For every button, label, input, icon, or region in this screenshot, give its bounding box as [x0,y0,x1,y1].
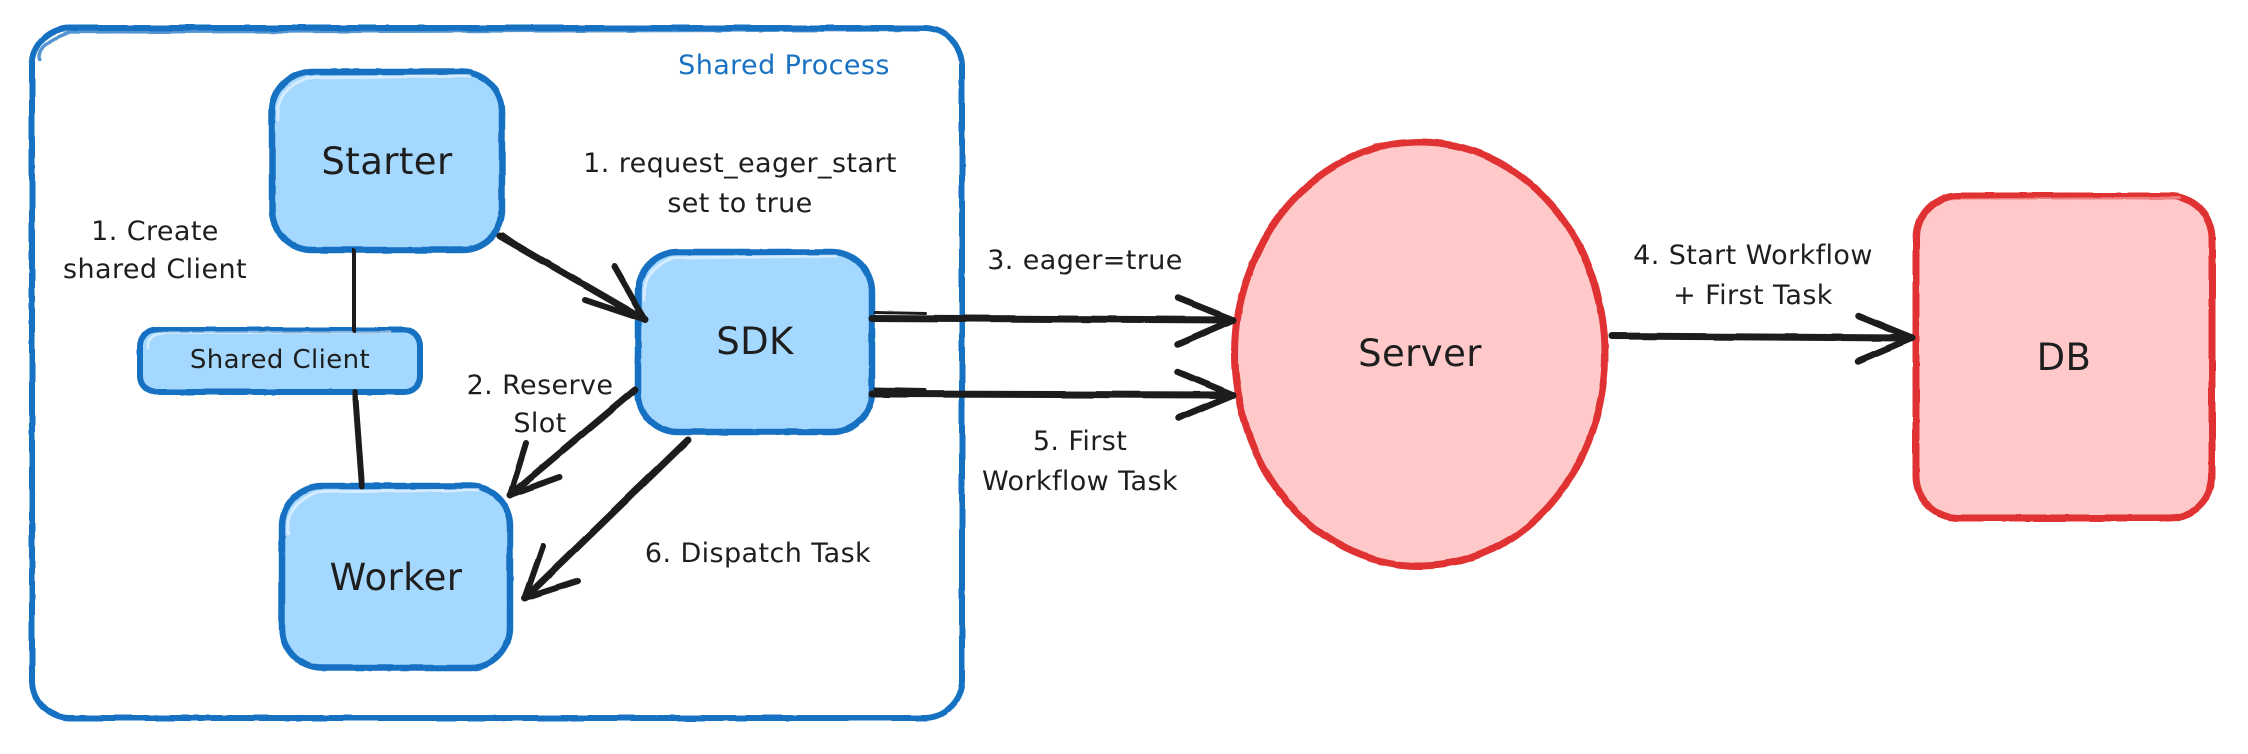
edge-label-start-workflow-line1: 4. Start Workflow [1633,240,1873,271]
edge-eager-true [868,294,1237,348]
edge-label-start-workflow-line2: + First Task [1673,280,1833,311]
edge-reserve-slot [506,386,639,499]
edge-label-reserve-slot-line1: 2. Reserve [466,370,614,401]
edge-label-eager-start-line2: set to true [667,188,813,219]
shared-process-frame-label: Shared Process [678,50,890,81]
sdk-node-label: SDK [716,320,794,363]
starter-node-label: Starter [321,140,453,183]
server-node-label: Server [1358,332,1482,375]
edge-label-eager-true: 3. eager=true [987,245,1183,276]
edge-label-dispatch-task: 6. Dispatch Task [644,538,872,569]
worker-node-label: Worker [329,556,463,599]
edge-label-create-line1: 1. Create [91,216,219,247]
edge-start-workflow [1608,312,1916,365]
edge-label-eager-start-line1: 1. request_eager_start [583,148,897,179]
shared-client-node-label: Shared Client [189,345,371,375]
edge-label-first-workflow-task-line2: Workflow Task [981,466,1179,497]
edge-request-eager-start [496,232,649,324]
db-node-label: DB [2036,336,2092,379]
edge-shared-client-worker [352,389,365,490]
edge-create-shared-client [350,248,358,333]
edge-label-reserve-slot-line2: Slot [513,408,567,439]
edge-label-create-line2: shared Client [63,254,247,285]
edge-label-first-workflow-task-line1: 5. First [1032,426,1128,457]
edge-first-workflow-task [868,368,1237,422]
edge-dispatch-task [521,436,692,602]
